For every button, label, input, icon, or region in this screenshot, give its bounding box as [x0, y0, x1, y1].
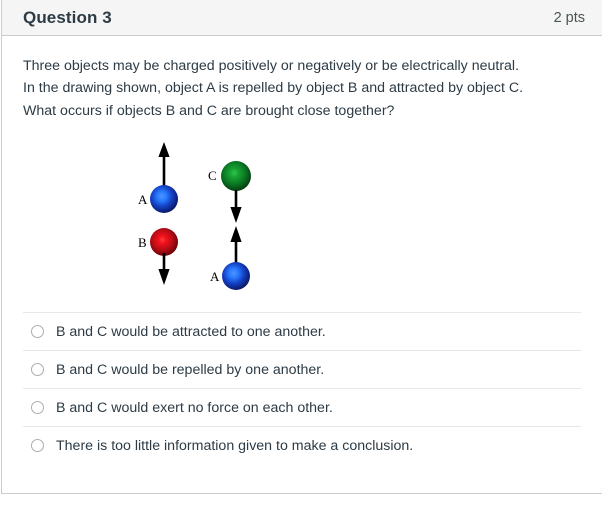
question-body: Three objects may be charged positively … — [2, 36, 602, 464]
arrow-down-object-b — [158, 253, 170, 286]
question-text-line-1: Three objects may be charged positively … — [23, 58, 520, 74]
answer-option-1[interactable]: B and C would be attracted to one anothe… — [23, 312, 581, 350]
arrow-up-object-a-right — [230, 226, 242, 264]
question-card: Question 3 2 pts Three objects may be ch… — [1, 0, 602, 494]
arrow-down-object-c — [230, 190, 242, 224]
answer-option-label-3: B and C would exert no force on each oth… — [56, 399, 333, 416]
answer-option-label-2: B and C would be repelled by one another… — [56, 361, 325, 378]
label-object-b: B — [138, 235, 147, 250]
charged-objects-diagram: A B C — [120, 138, 581, 295]
radio-button-icon-4[interactable] — [31, 439, 44, 453]
radio-button-icon-2[interactable] — [31, 363, 44, 377]
label-object-a-left: A — [138, 192, 148, 207]
question-text-line-2: In the drawing shown, object A is repell… — [23, 80, 524, 97]
question-header: Question 3 2 pts — [2, 0, 602, 36]
radio-button-icon-3[interactable] — [31, 401, 44, 415]
answer-option-3[interactable]: B and C would exert no force on each oth… — [23, 388, 581, 426]
label-object-c: C — [208, 168, 217, 183]
answer-option-label-4: There is too little information given to… — [56, 437, 414, 454]
radio-button-icon-1[interactable] — [31, 325, 44, 339]
answer-options-list: B and C would be attracted to one anothe… — [23, 312, 581, 464]
arrow-up-object-a-left — [158, 142, 170, 189]
diagram-left-pair: A B — [138, 142, 178, 286]
answer-option-2[interactable]: B and C would be repelled by one another… — [23, 350, 581, 388]
label-object-a-right: A — [210, 269, 220, 284]
answer-option-label-1: B and C would be attracted to one anothe… — [56, 323, 326, 340]
question-text: Three objects may be charged positively … — [23, 55, 581, 122]
question-points: 2 pts — [553, 9, 585, 26]
question-text-line-3: What occurs if objects B and C are broug… — [23, 102, 395, 119]
sphere-object-c — [221, 161, 251, 192]
sphere-object-a-right — [222, 262, 250, 291]
sphere-object-b — [150, 228, 178, 257]
diagram-svg: A B C — [138, 142, 251, 291]
diagram-right-pair: C A — [208, 161, 251, 291]
answer-option-4[interactable]: There is too little information given to… — [23, 426, 581, 464]
sphere-object-a-left — [150, 185, 178, 214]
question-title: Question 3 — [23, 7, 112, 27]
